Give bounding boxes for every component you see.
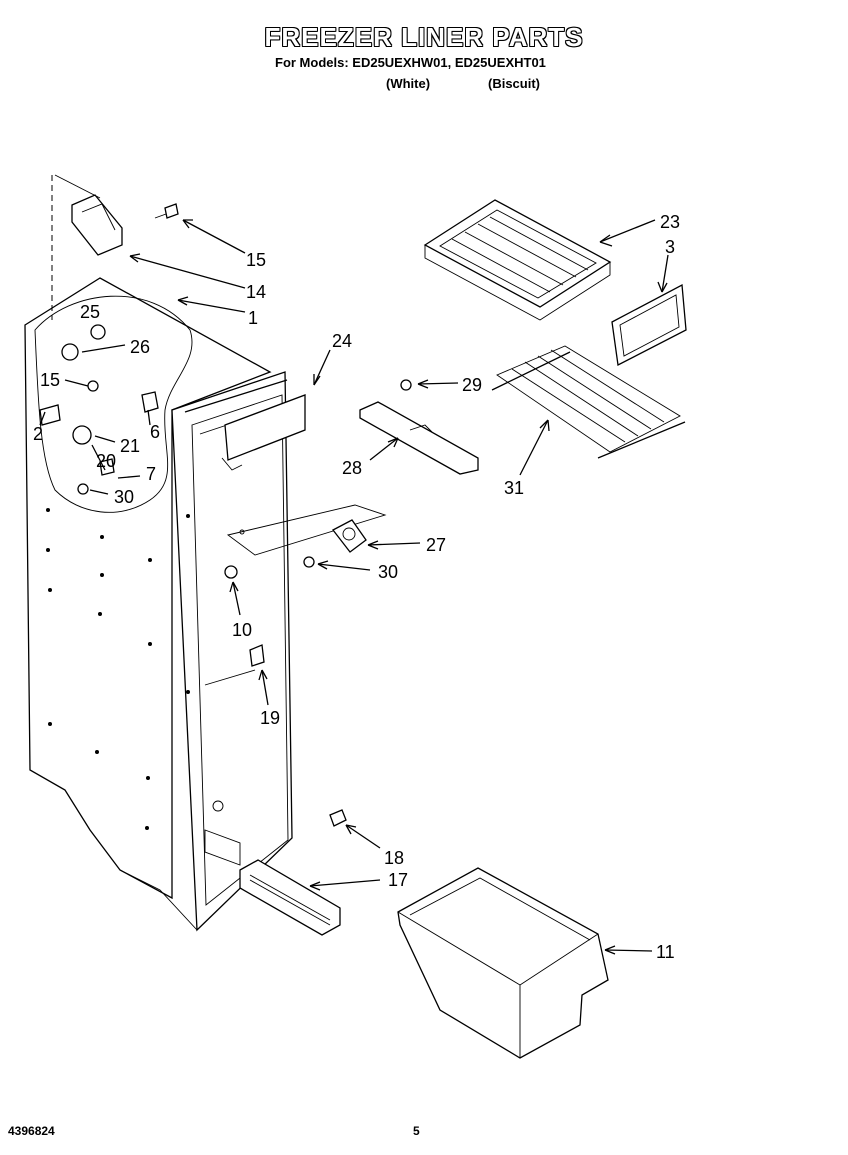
callout-3: 3 <box>665 237 675 257</box>
callout-7: 7 <box>146 464 156 484</box>
callout-28: 28 <box>342 458 362 478</box>
callout-labels: 23 3 15 14 1 25 26 24 15 29 2 21 6 20 7 … <box>33 212 680 962</box>
callout-10: 10 <box>232 620 252 640</box>
callout-29: 29 <box>462 375 482 395</box>
part-17 <box>239 859 341 936</box>
small-parts <box>39 203 412 827</box>
part-31-wire-shelf <box>491 345 686 459</box>
freezer-liner <box>24 277 387 932</box>
part-28-rail <box>359 401 479 475</box>
part-24 <box>221 394 306 471</box>
callout-26: 26 <box>130 337 150 357</box>
leader-lines <box>39 219 669 955</box>
page-title: FREEZER LINER PARTS <box>264 22 584 52</box>
callout-14: 14 <box>246 282 266 302</box>
callout-18: 18 <box>384 848 404 868</box>
part-3-frame <box>611 283 687 366</box>
callout-15-top: 15 <box>246 250 266 270</box>
callout-15-left: 15 <box>40 370 60 390</box>
callout-6: 6 <box>150 422 160 442</box>
callout-25: 25 <box>80 302 100 322</box>
variant-white-label: (White) <box>386 76 431 91</box>
callout-31: 31 <box>504 478 524 498</box>
page-number: 5 <box>413 1124 420 1138</box>
variant-biscuit-label: (Biscuit) <box>488 76 540 91</box>
callout-21: 21 <box>120 436 140 456</box>
callout-23: 23 <box>660 212 680 232</box>
callout-2: 2 <box>33 424 43 444</box>
callout-30-right: 30 <box>378 562 398 582</box>
callout-1: 1 <box>248 308 258 328</box>
callout-24: 24 <box>332 331 352 351</box>
part-14 <box>51 174 123 320</box>
callout-17: 17 <box>388 870 408 890</box>
callout-11: 11 <box>656 942 675 962</box>
callout-19: 19 <box>260 708 280 728</box>
callout-30-left: 30 <box>114 487 134 507</box>
callout-27: 27 <box>426 535 446 555</box>
part-23-shelf <box>423 199 612 321</box>
callout-20: 20 <box>96 451 116 471</box>
part-11-bin <box>397 867 609 1059</box>
part-number: 4396824 <box>8 1124 55 1138</box>
models-line: For Models: ED25UEXHW01, ED25UEXHT01 <box>275 55 546 70</box>
